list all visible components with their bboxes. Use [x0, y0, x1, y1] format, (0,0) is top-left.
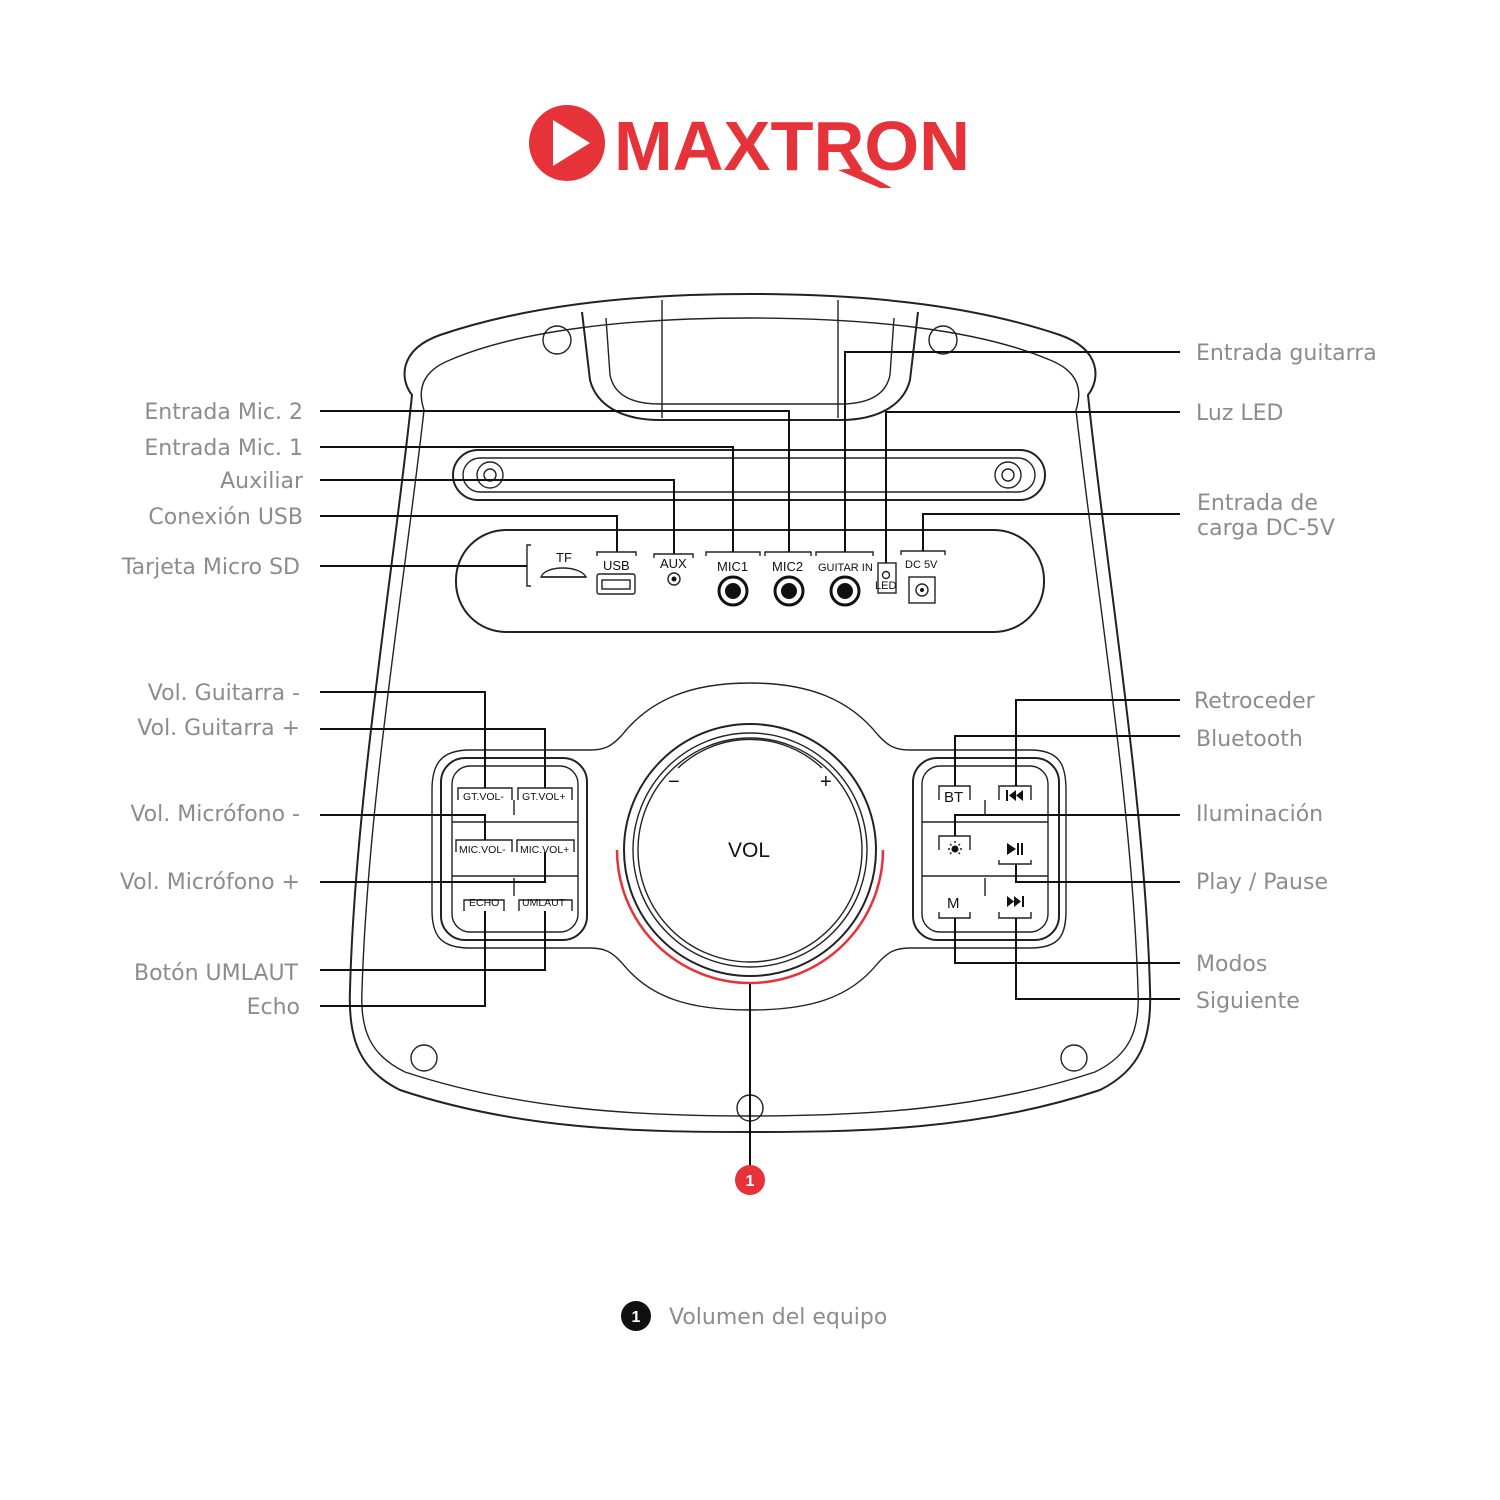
label-usb: Conexión USB	[148, 505, 303, 530]
label-aux: Auxiliar	[220, 469, 304, 494]
light-bulb-icon	[948, 841, 962, 855]
play-pause-button[interactable]	[998, 843, 1032, 865]
label-gt-minus: Vol. Guitarra -	[148, 681, 300, 706]
label-mic-plus: Vol. Micrófono +	[120, 870, 300, 895]
gt-vol-plus-button[interactable]: GT.VOL+	[517, 787, 573, 803]
gt-vol-plus-label: GT.VOL+	[522, 791, 565, 803]
volume-knob[interactable]: − + VOL	[615, 723, 885, 985]
mic2-port[interactable]: MIC2	[772, 559, 805, 607]
mic-vol-plus-label: MIC.VOL+	[520, 844, 569, 856]
mic-vol-minus-label: MIC.VOL-	[459, 844, 506, 856]
left-labels: Entrada Mic. 2 Entrada Mic. 1 Auxiliar C…	[120, 400, 304, 1020]
echo-button[interactable]: ECHO	[463, 897, 505, 911]
brand-logo: MAXTRON	[529, 105, 970, 188]
left-callout-lines	[320, 410, 790, 1007]
right-labels: Entrada guitarra Luz LED Entrada de carg…	[1194, 341, 1377, 1014]
volume-plus-mark: +	[820, 771, 832, 793]
label-play: Play / Pause	[1196, 870, 1328, 895]
led-label: LED	[875, 580, 896, 592]
aux-port[interactable]: AUX	[660, 556, 687, 586]
label-gt-plus: Vol. Guitarra +	[137, 716, 300, 741]
label-dc-line2: carga DC-5V	[1197, 516, 1335, 541]
umlaut-button[interactable]: UMLAUT	[518, 897, 573, 911]
label-mic2: Entrada Mic. 2	[144, 400, 303, 425]
dc5v-port[interactable]: DC 5V	[905, 559, 938, 604]
previous-button[interactable]	[998, 785, 1032, 801]
volume-minus-mark: −	[668, 771, 680, 793]
label-umlaut: Botón UMLAUT	[134, 961, 299, 986]
previous-icon	[1006, 790, 1023, 801]
next-button[interactable]	[998, 896, 1032, 919]
gt-vol-minus-label: GT.VOL-	[463, 791, 504, 803]
label-bt: Bluetooth	[1196, 727, 1303, 752]
bluetooth-button[interactable]: BT	[938, 785, 971, 806]
guitar-in-port[interactable]: GUITAR IN	[818, 562, 873, 607]
bt-label: BT	[944, 789, 963, 806]
mode-button[interactable]: M	[938, 895, 971, 919]
mode-label: M	[947, 895, 960, 912]
marker-badge	[735, 1165, 765, 1195]
legend-badge	[621, 1301, 651, 1331]
label-mic1: Entrada Mic. 1	[144, 436, 303, 461]
label-dc-line1: Entrada de	[1197, 491, 1318, 516]
label-guitar: Entrada guitarra	[1196, 341, 1377, 366]
gt-vol-minus-button[interactable]: GT.VOL-	[457, 787, 513, 803]
play-pause-icon	[1007, 843, 1023, 855]
port-panel: TF USB AUX MIC1 MIC2 GUITAR IN	[526, 544, 946, 607]
mic2-label: MIC2	[772, 559, 803, 574]
label-sd: Tarjeta Micro SD	[121, 555, 300, 580]
mic1-port[interactable]: MIC1	[717, 559, 749, 607]
legend-number: 1	[632, 1309, 641, 1326]
legend-text: Volumen del equipo	[669, 1305, 887, 1330]
mic-vol-plus-button[interactable]: MIC.VOL+	[516, 839, 575, 856]
next-icon	[1007, 896, 1024, 907]
light-button[interactable]	[938, 835, 971, 855]
label-mic-minus: Vol. Micrófono -	[130, 802, 300, 827]
label-prev: Retroceder	[1194, 689, 1316, 714]
usb-label: USB	[603, 558, 630, 573]
label-echo: Echo	[247, 995, 300, 1020]
label-next: Siguiente	[1196, 989, 1300, 1014]
dc5v-label: DC 5V	[905, 559, 938, 571]
tf-slot[interactable]: TF	[540, 550, 588, 578]
volume-marker: 1	[735, 984, 765, 1195]
brand-name: MAXTRON	[614, 107, 970, 185]
label-light: Iluminación	[1196, 802, 1323, 827]
led-indicator: LED	[875, 570, 896, 592]
mic1-label: MIC1	[717, 559, 748, 574]
tf-label: TF	[556, 550, 572, 565]
umlaut-label: UMLAUT	[522, 897, 566, 909]
label-led: Luz LED	[1196, 401, 1283, 426]
usb-port[interactable]: USB	[596, 558, 636, 595]
echo-label: ECHO	[469, 897, 499, 909]
left-button-block: GT.VOL- GT.VOL+ MIC.VOL- MIC.VOL+ ECHO U…	[440, 757, 588, 941]
marker-number: 1	[746, 1173, 755, 1190]
legend: 1 Volumen del equipo	[621, 1301, 887, 1331]
mic-vol-minus-button[interactable]: MIC.VOL-	[455, 839, 513, 856]
aux-label: AUX	[660, 556, 687, 571]
right-button-block: BT M	[912, 757, 1060, 941]
volume-label: VOL	[728, 839, 770, 862]
guitar-in-label: GUITAR IN	[818, 562, 873, 574]
label-mode: Modos	[1196, 952, 1267, 977]
right-callout-lines	[844, 351, 1180, 1000]
